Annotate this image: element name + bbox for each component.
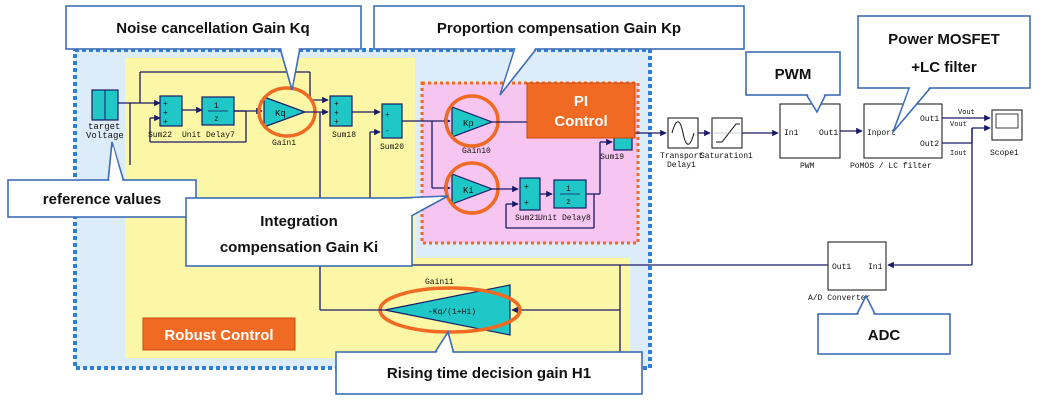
sum18-label: Sum18 [332, 131, 356, 140]
kp-gain-text: Kp [463, 119, 474, 129]
pwm-out-port: Out1 [819, 129, 838, 138]
callout-noise-text: Noise cancellation Gain Kq [116, 20, 309, 37]
ki-gain-text: Ki [463, 186, 474, 196]
unit-delay8-label: Unit Delay8 [538, 214, 591, 223]
callout-pwm: PWM [745, 51, 841, 114]
callout-reference-values: reference values [7, 141, 197, 218]
kp-highlight-circle [444, 94, 500, 148]
adc-out-port: Out1 [832, 263, 851, 272]
adc-block[interactable] [827, 241, 887, 291]
sum22-block[interactable] [159, 95, 183, 127]
target-voltage-label-2: Voltage [86, 131, 124, 141]
sum20-label: Sum20 [380, 143, 404, 152]
unit-delay7-label: Unit Delay7 [182, 131, 235, 140]
h1-gain-expression: -Kq/(1+H1) [428, 308, 476, 317]
sum18-plus-1: + [334, 100, 339, 109]
callout-rising-text: Rising time decision gain H1 [387, 365, 591, 382]
pi-control-title-2: Control [554, 113, 607, 130]
sum22-label: Sum22 [148, 131, 172, 140]
mosfet-in-port: Inport [867, 129, 896, 138]
saturation-block[interactable] [711, 117, 743, 149]
callout-adc: ADC [817, 294, 951, 355]
h1-gain-block[interactable]: -Kq/(1+H1) [384, 284, 511, 336]
kp-gain-block[interactable]: Kp [451, 106, 494, 138]
pwm-in-port: In1 [784, 129, 799, 138]
callout-integration-compensation: Integration compensation Gain Ki [185, 195, 449, 267]
ki-highlight-circle [444, 161, 500, 215]
gain1-label: Gain1 [272, 139, 296, 148]
callout-integration-text: Integration [260, 213, 338, 230]
target-voltage-label: target [88, 122, 120, 132]
transport-delay-label-2: Delay1 [667, 161, 696, 170]
mosfet-out2-port: Out2 [920, 140, 939, 149]
callout-noise-cancellation: Noise cancellation Gain Kq [65, 5, 362, 91]
pwm-block[interactable] [779, 103, 841, 159]
sum22-plus-2: + [163, 109, 168, 118]
unit-delay7-numerator: 1 [214, 102, 219, 111]
adc-in-port: In1 [868, 263, 883, 272]
sum22-plus-1: + [163, 100, 168, 109]
callout-mosfet-text-2: +LC filter [911, 59, 977, 76]
callout-integration-text-2: compensation Gain Ki [220, 239, 378, 256]
sum20-minus: - [385, 127, 390, 136]
robust-control-title: Robust Control [164, 327, 273, 344]
sum22-plus-3: + [163, 118, 168, 127]
callout-power-mosfet: Power MOSFET +LC filter [857, 15, 1031, 133]
pi-control-title-box [526, 82, 636, 139]
transport-delay-label: Transport [660, 152, 703, 161]
callout-reference-text: reference values [43, 191, 161, 208]
ki-gain-block[interactable]: Ki [451, 173, 494, 205]
callout-adc-text: ADC [868, 327, 901, 344]
mosfet-lc-label: PoMOS / LC filter [850, 162, 932, 171]
adc-block-label: A/D Converter [808, 294, 871, 303]
mosfet-out1-port: Out1 [920, 115, 939, 124]
target-voltage-block[interactable] [91, 89, 119, 121]
sum18-block[interactable] [329, 95, 353, 127]
sum21-plus-2: + [524, 199, 529, 208]
saturation-label: Saturation1 [700, 152, 753, 161]
gain10-label: Gain10 [462, 147, 491, 156]
kq-gain-block[interactable]: Kq [263, 96, 307, 128]
unit-delay7-denominator: z [214, 115, 219, 124]
sum21-label: Sum21 [515, 214, 539, 223]
pi-control-title: PI [574, 93, 588, 110]
vout-signal-label-2: Vout [950, 121, 967, 129]
unit-delay8-denominator: z [566, 198, 571, 207]
vout-signal-label: Vout [958, 109, 975, 117]
sum18-plus-3: + [334, 118, 339, 127]
sum18-plus-2: + [334, 109, 339, 118]
sum21-plus-1: + [524, 183, 529, 192]
callout-mosfet-text: Power MOSFET [888, 31, 1000, 48]
callout-rising-time: Rising time decision gain H1 [335, 330, 643, 395]
sum19-label: Sum19 [600, 153, 624, 162]
transport-delay-block[interactable] [667, 117, 699, 149]
callout-proportion-compensation: Proportion compensation Gain Kp [373, 5, 745, 96]
sum21-block[interactable] [519, 177, 541, 211]
scope-block[interactable] [991, 109, 1023, 141]
callout-proportion-text: Proportion compensation Gain Kp [437, 20, 681, 37]
pwm-block-label: PWM [800, 162, 815, 171]
gain11-label: Gain11 [425, 278, 454, 287]
scope-label: Scope1 [990, 149, 1019, 158]
kq-gain-text: Kq [275, 109, 286, 119]
callout-pwm-text: PWM [775, 66, 812, 83]
robust-control-title-box [142, 317, 296, 351]
iout-signal-label: Iout [950, 150, 967, 158]
unit-delay8-numerator: 1 [566, 185, 571, 194]
sum20-plus: + [385, 111, 390, 120]
